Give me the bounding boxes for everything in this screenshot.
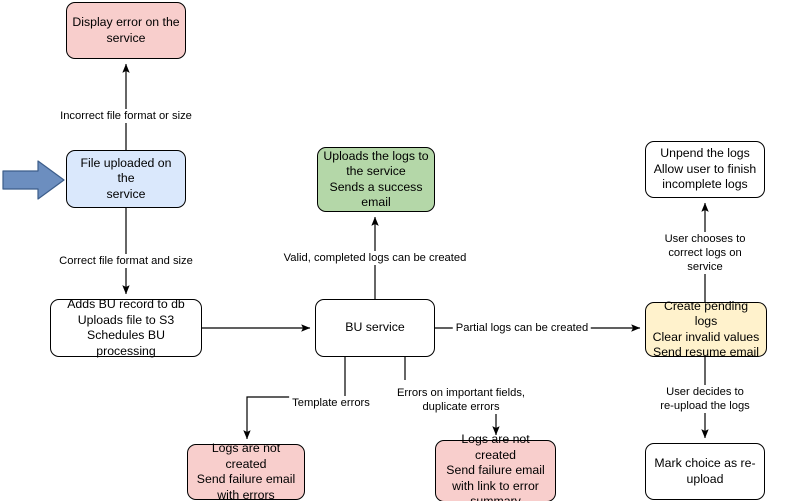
entry-arrow-icon [2, 160, 65, 200]
node-uploads-logs-success[interactable]: Uploads the logs to the service Sends a … [317, 147, 435, 212]
node-file-uploaded-on-service[interactable]: File uploaded on the service [66, 150, 186, 208]
node-logs-not-created-link[interactable]: Logs are not created Send failure email … [435, 432, 556, 501]
node-logs-not-created-errors[interactable]: Logs are not created Send failure email … [187, 441, 305, 501]
edge-label-user-corrects-logs: User chooses to correct logs on service [657, 232, 753, 274]
node-display-error[interactable]: Display error on the service [66, 2, 186, 59]
edge-label-correct-file-format: Correct file format and size [56, 254, 196, 268]
edge-label-incorrect-file-format: Incorrect file format or size [57, 109, 195, 123]
edge-label-errors-important-fields: Errors on important fields, duplicate er… [393, 386, 529, 414]
node-unpend-logs[interactable]: Unpend the logs Allow user to finish inc… [645, 141, 765, 198]
node-create-pending-logs[interactable]: Create pending logs Clear invalid values… [645, 299, 767, 359]
edge-label-user-reuploads-logs: User decides to re-upload the logs [657, 385, 753, 413]
node-bu-service[interactable]: BU service [315, 299, 435, 357]
edge-label-template-errors: Template errors [289, 396, 373, 410]
node-adds-bu-record[interactable]: Adds BU record to db Uploads file to S3 … [50, 297, 202, 358]
node-mark-choice-reupload[interactable]: Mark choice as re- upload [645, 443, 765, 500]
edge-label-partial-logs: Partial logs can be created [452, 321, 592, 335]
edge-label-valid-completed-logs: Valid, completed logs can be created [280, 251, 470, 265]
